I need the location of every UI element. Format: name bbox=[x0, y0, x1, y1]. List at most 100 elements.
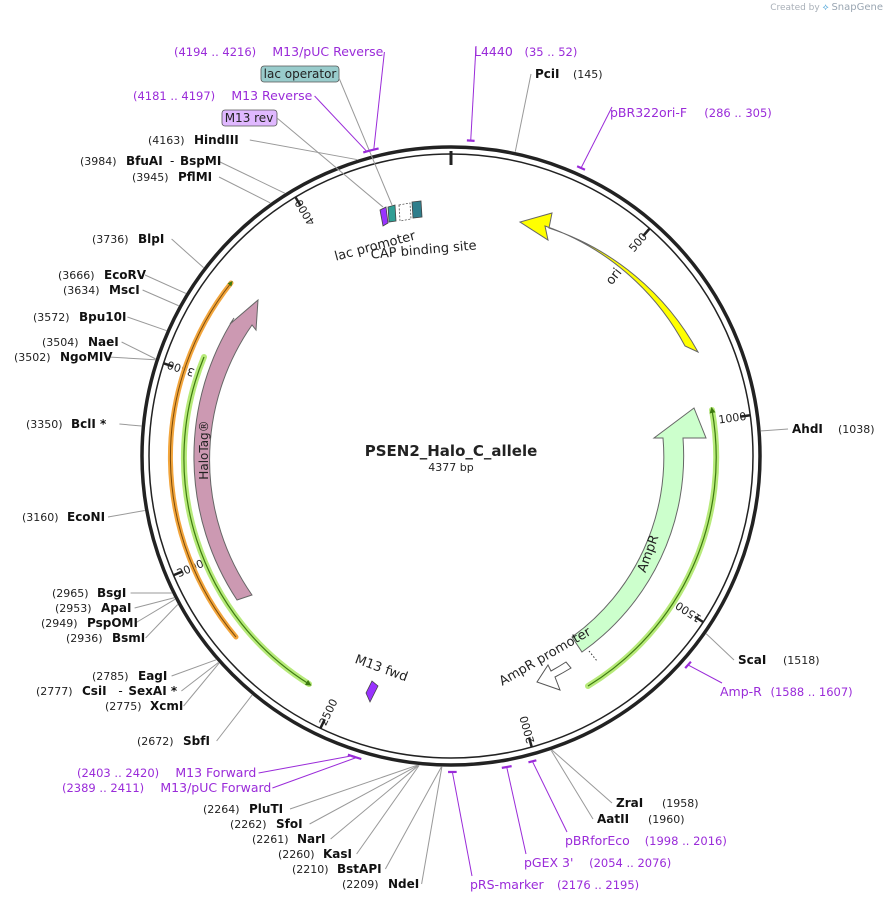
tick-4000 bbox=[294, 196, 302, 207]
lac-operator-label-box[interactable] bbox=[260, 65, 340, 83]
enzyme-name-bcli[interactable]: BclI * bbox=[71, 417, 107, 431]
tick-500 bbox=[642, 227, 651, 237]
map-length: 4377 bp bbox=[428, 461, 473, 474]
enzyme-position-sfoi: (2262) bbox=[230, 818, 267, 831]
enzyme-position-kasi: (2260) bbox=[278, 848, 315, 861]
enzyme-leader-pcii bbox=[514, 73, 532, 152]
primer-name-prs-marker[interactable]: pRS-marker bbox=[470, 877, 545, 892]
enzyme-name-apai[interactable]: ApaI bbox=[101, 601, 131, 615]
enzyme-name-xcmi[interactable]: XcmI bbox=[150, 699, 183, 713]
enzyme-position-bstapi: (2210) bbox=[292, 863, 329, 876]
enzyme-leader-econi bbox=[107, 510, 145, 518]
enzyme-name-econi[interactable]: EcoNI bbox=[67, 510, 105, 524]
primer-name-pbrforeco[interactable]: pBRforEco bbox=[565, 833, 630, 848]
enzyme-leader-kasi bbox=[356, 765, 420, 855]
primer-range-pbrforeco: (1998 .. 2016) bbox=[645, 834, 727, 848]
enzyme-name-aatii[interactable]: AatII bbox=[597, 812, 629, 826]
enzyme-name-pspomi[interactable]: PspOMI bbox=[87, 616, 138, 630]
enzyme-position-naei: (3504) bbox=[42, 336, 79, 349]
enzyme-name-bpu10i[interactable]: Bpu10I bbox=[79, 310, 126, 324]
primer-name-l4440[interactable]: L4440 bbox=[474, 44, 513, 59]
ori-feature-arrow[interactable] bbox=[518, 212, 700, 354]
lac-promoter-feature[interactable] bbox=[398, 202, 412, 222]
feature-label-halotag: HaloTag® bbox=[197, 420, 211, 479]
enzyme-name-bspmi[interactable]: BspMI bbox=[180, 154, 221, 168]
enzyme-position-pflmi: (3945) bbox=[132, 171, 169, 184]
primer-leader-pgex-3 bbox=[506, 766, 527, 855]
lac-operator-feature[interactable] bbox=[387, 204, 397, 223]
enzyme-name-bstapi[interactable]: BstAPI bbox=[337, 862, 382, 876]
enzyme-name-ecorv[interactable]: EcoRV bbox=[104, 268, 147, 282]
ampr-promoter-arrow[interactable] bbox=[536, 661, 572, 691]
primer-range-l4440: (35 .. 52) bbox=[525, 45, 578, 59]
feature-label-m13-fwd: M13 fwd bbox=[353, 652, 410, 685]
tick-3500 bbox=[163, 362, 174, 368]
enzyme-name-sexai[interactable]: SexAI * bbox=[128, 684, 177, 698]
credit-prefix: Created by bbox=[770, 3, 820, 13]
primer-leader-pbr322ori-f bbox=[580, 106, 613, 169]
tick-label-2500: 2500 bbox=[317, 697, 341, 728]
enzyme-leader-pspomi bbox=[135, 598, 176, 624]
enzyme-name-bfuai[interactable]: BfuAI bbox=[126, 154, 163, 168]
primer-name-m13-puc-reverse[interactable]: M13/pUC Reverse bbox=[272, 44, 383, 59]
enzyme-name-ndei[interactable]: NdeI bbox=[388, 877, 419, 891]
orf-green-left-inner bbox=[183, 356, 312, 686]
ampr-promoter-dots bbox=[588, 650, 598, 662]
tick-label-2000: 2000 bbox=[517, 714, 537, 744]
m13-fwd-feature-arrow[interactable] bbox=[365, 680, 379, 703]
halotag-feature-arrow[interactable] bbox=[193, 298, 259, 601]
enzyme-name-kasi[interactable]: KasI bbox=[323, 847, 352, 861]
enzyme-leader-nari bbox=[330, 764, 420, 840]
enzyme-position-apai: (2953) bbox=[55, 602, 92, 615]
enzyme-position-ngomiv: (3502) bbox=[14, 351, 51, 364]
primer-leader-m13-reverse bbox=[314, 95, 368, 152]
boxed-labels: lac operator M13 rev bbox=[221, 65, 393, 208]
primer-name-m13-forward[interactable]: M13 Forward bbox=[175, 765, 256, 780]
cap-binding-site-feature[interactable] bbox=[411, 200, 423, 219]
enzyme-leader-blpi bbox=[171, 238, 204, 269]
enzyme-position-csii: (2777) bbox=[36, 685, 73, 698]
primer-name-m13-reverse[interactable]: M13 Reverse bbox=[231, 88, 312, 103]
enzyme-leader-ndei bbox=[421, 766, 443, 885]
tick-label-1000: 1000 bbox=[718, 410, 747, 427]
m13-rev-feature-arrow[interactable] bbox=[379, 206, 389, 227]
enzyme-name-scai[interactable]: ScaI bbox=[738, 653, 766, 667]
enzyme-name-ngomiv[interactable]: NgoMIV bbox=[60, 350, 113, 364]
enzyme-name-eagi[interactable]: EagI bbox=[138, 669, 167, 683]
enzyme-name-bsmi[interactable]: BsmI bbox=[112, 631, 145, 645]
enzyme-position-pspomi: (2949) bbox=[41, 617, 78, 630]
enzyme-leader-sfoi bbox=[309, 764, 419, 825]
enzyme-name-ahdi[interactable]: AhdI bbox=[792, 422, 823, 436]
primer-name-pgex-3[interactable]: pGEX 3' bbox=[524, 855, 573, 870]
lac-operator-label: lac operator bbox=[264, 67, 337, 81]
enzyme-name-sfoi[interactable]: SfoI bbox=[276, 817, 303, 831]
enzyme-name-sbfi[interactable]: SbfI bbox=[183, 734, 210, 748]
enzyme-name-hindiii[interactable]: HindIII bbox=[194, 133, 239, 147]
enzyme-position-ndei: (2209) bbox=[342, 878, 379, 891]
enzyme-position-msci: (3634) bbox=[63, 284, 100, 297]
enzyme-position-bpu10i: (3572) bbox=[33, 311, 70, 324]
enzyme-name-pluti[interactable]: PluTI bbox=[249, 802, 283, 816]
enzyme-name-nari[interactable]: NarI bbox=[297, 832, 326, 846]
enzyme-leader-hindiii bbox=[249, 139, 358, 161]
tick-label-4000: 4000 bbox=[292, 197, 318, 228]
enzyme-leader-xcmi bbox=[183, 662, 220, 707]
enzyme-leader-ecorv bbox=[144, 274, 187, 294]
enzyme-name-pflmi[interactable]: PflMI bbox=[178, 170, 212, 184]
enzyme-name-naei[interactable]: NaeI bbox=[88, 335, 119, 349]
enzyme-name-zrai[interactable]: ZraI bbox=[616, 796, 643, 810]
primer-range-amp-r: (1588 .. 1607) bbox=[771, 685, 853, 699]
ampr-feature-arrow[interactable] bbox=[571, 407, 707, 653]
enzyme-name-csii[interactable]: CsiI bbox=[82, 684, 107, 698]
backbone-outer bbox=[140, 145, 762, 767]
primer-name-m13-puc-forward[interactable]: M13/pUC Forward bbox=[160, 780, 271, 795]
enzyme-name-msci[interactable]: MscI bbox=[109, 283, 140, 297]
enzyme-name-bsgi[interactable]: BsgI bbox=[97, 586, 126, 600]
primer-name-pbr322ori-f[interactable]: pBR322ori-F bbox=[610, 105, 687, 120]
enzyme-name-blpi[interactable]: BlpI bbox=[138, 232, 164, 246]
primer-name-amp-r[interactable]: Amp-R bbox=[720, 684, 762, 699]
orf-green-right-inner bbox=[587, 407, 717, 687]
tick-1000 bbox=[740, 414, 751, 418]
enzyme-name-pcii[interactable]: PciI bbox=[535, 67, 560, 81]
enzyme-position-hindiii: (4163) bbox=[148, 134, 185, 147]
